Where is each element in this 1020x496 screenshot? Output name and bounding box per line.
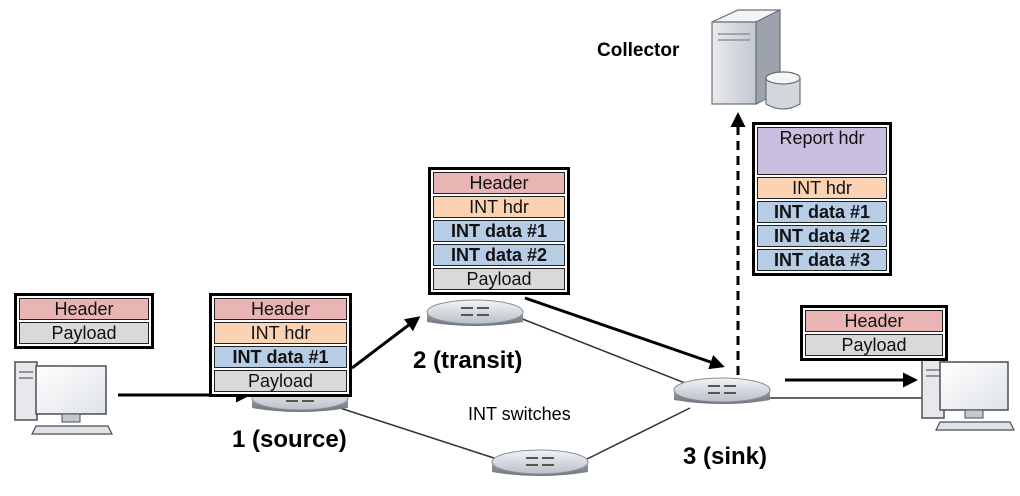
- flow-arrows: [118, 112, 918, 403]
- packet-payload-field: Payload: [433, 268, 565, 290]
- int-data-field: INT data #1: [214, 346, 347, 368]
- packet-after-source: Header INT hdr INT data #1 Payload: [209, 293, 352, 397]
- int-header-field: INT hdr: [757, 177, 887, 199]
- packet-host-in: Header Payload: [800, 305, 948, 361]
- collector-server-icon: [711, 9, 801, 110]
- host-left-computer-icon: [14, 361, 113, 435]
- collector-label: Collector: [597, 40, 680, 61]
- packet-header-field: Header: [19, 298, 149, 320]
- packet-after-transit: Header INT hdr INT data #1 INT data #2 P…: [428, 167, 570, 295]
- network-links: [339, 317, 930, 461]
- int-data-field: INT data #1: [433, 220, 565, 242]
- link-bottom-switch-to-sink: [584, 407, 691, 461]
- packet-payload-field: Payload: [805, 334, 943, 356]
- packet-payload-field: Payload: [19, 322, 149, 344]
- switch-sink-icon: [673, 377, 771, 404]
- packet-header-field: Header: [214, 298, 347, 320]
- host-right-computer-icon: [921, 359, 1015, 431]
- packet-header-field: Header: [805, 310, 943, 332]
- int-data-field: INT data #2: [757, 225, 887, 247]
- packet-host-out: Header Payload: [14, 293, 154, 349]
- transit-switch-label: 2 (transit): [413, 347, 523, 374]
- packet-header-field: Header: [433, 172, 565, 194]
- switch-bottom-icon: [491, 449, 589, 476]
- int-switches-label: INT switches: [468, 404, 571, 424]
- int-data-field: INT data #1: [757, 201, 887, 223]
- report-header-text: Report hdr: [779, 128, 865, 148]
- packet-payload-field: Payload: [214, 370, 347, 392]
- arrow-transit-to-sink: [524, 296, 725, 370]
- packet-report: Report hdr INT hdr INT data #1 INT data …: [752, 122, 892, 276]
- arrow-source-to-transit: [351, 316, 421, 370]
- report-header-field: [757, 127, 887, 175]
- sink-switch-label: 3 (sink): [683, 443, 768, 470]
- int-header-field: INT hdr: [214, 322, 347, 344]
- switch-transit-icon: [426, 299, 524, 326]
- int-data-field: INT data #2: [433, 244, 565, 266]
- int-header-field: INT hdr: [433, 196, 565, 218]
- source-switch-label: 1 (source): [232, 426, 347, 453]
- link-transit-to-sink: [519, 317, 691, 386]
- int-data-field: INT data #3: [757, 249, 887, 271]
- link-source-to-bottom-switch: [339, 407, 501, 461]
